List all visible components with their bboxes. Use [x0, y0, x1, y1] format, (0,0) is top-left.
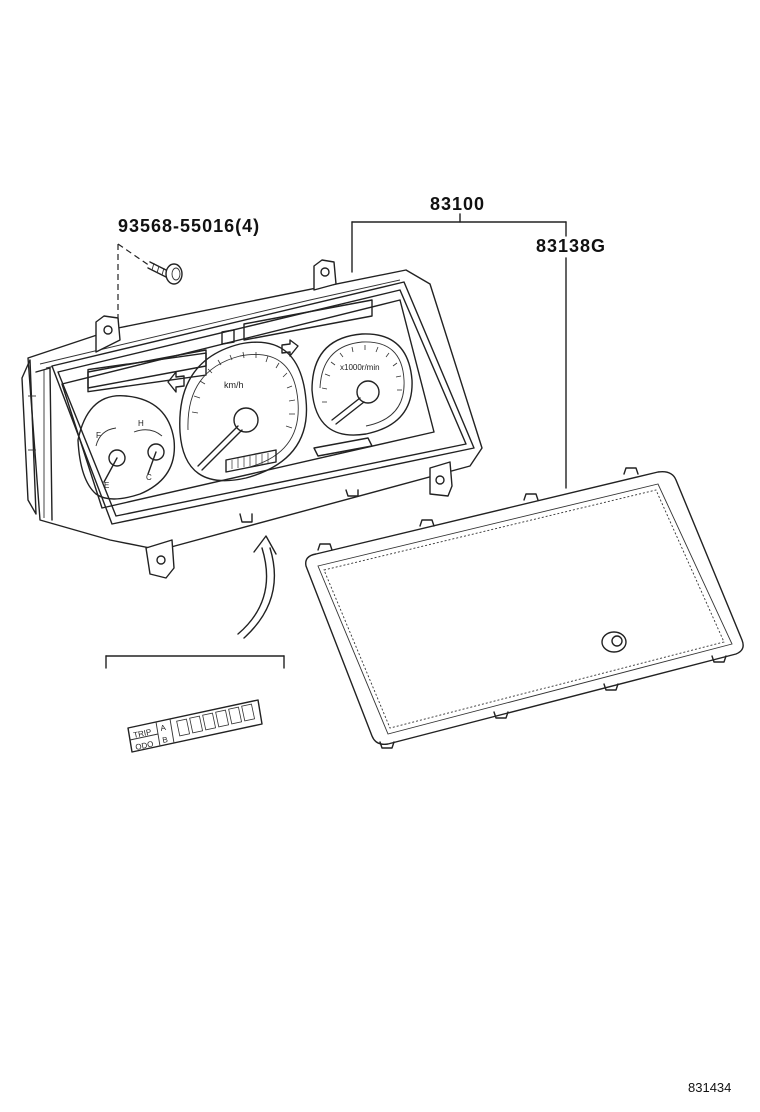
- screw-icon: [147, 261, 183, 285]
- tach-unit-label: x1000r/min: [340, 363, 380, 372]
- label-83100: 83100: [430, 194, 485, 214]
- tachometer-ticks: [321, 345, 402, 403]
- assembly-leader-bracket: [351, 213, 567, 489]
- screw-leader: [117, 243, 151, 328]
- trip-a-label: A: [160, 723, 168, 733]
- odo-label: ODO: [135, 739, 155, 752]
- meter-glass-lens: [305, 467, 744, 749]
- speedometer-ticks: [191, 351, 296, 429]
- fuel-empty-label: E: [104, 481, 109, 490]
- combination-meter: F E H C km/h: [21, 259, 483, 579]
- label-83138g: 83138G: [536, 236, 606, 256]
- trip-label: TRIP: [133, 727, 153, 740]
- temp-cold-label: C: [146, 473, 152, 482]
- odometer-digits: [231, 453, 269, 469]
- odometer-inset: TRIP ODO A B: [127, 699, 263, 753]
- fuel-full-label: F: [96, 431, 101, 440]
- odometer-inset-digits: [176, 703, 256, 737]
- label-screw: 93568-55016(4): [118, 216, 260, 236]
- temp-hot-label: H: [138, 419, 144, 428]
- trip-b-label: B: [162, 735, 169, 745]
- speed-unit-label: km/h: [224, 380, 244, 390]
- drawing-number: 831434: [688, 1080, 731, 1095]
- odometer-detail-callout: [105, 535, 285, 669]
